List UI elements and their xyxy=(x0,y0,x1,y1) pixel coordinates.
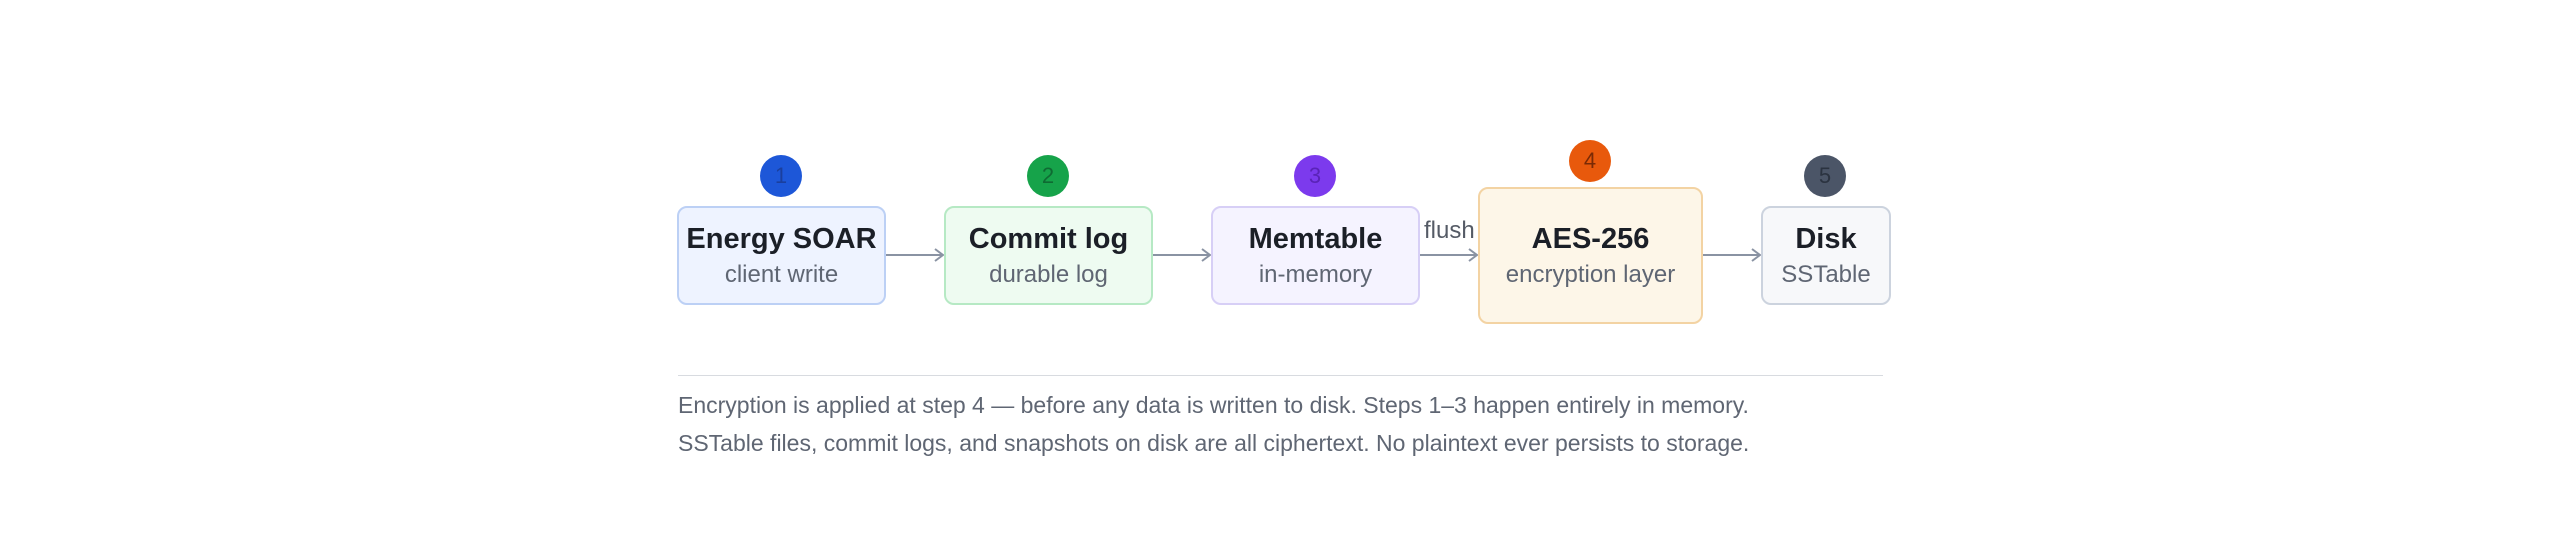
step-1-subtitle: client write xyxy=(724,260,839,288)
arrow-3-4 xyxy=(1420,248,1479,262)
step-2-badge: 2 xyxy=(1027,155,1069,197)
step-5-subtitle: SSTable xyxy=(1781,260,1871,288)
note-line-2: SSTable files, commit logs, and snapshot… xyxy=(678,430,1750,456)
step-3-box: Memtable in-memory xyxy=(1211,206,1420,305)
step-4-number: 4 xyxy=(1583,148,1597,173)
step-1-title: Energy SOAR xyxy=(686,222,877,255)
step-2-number: 2 xyxy=(1041,163,1055,188)
step-4-box: AES-256 encryption layer xyxy=(1478,187,1703,324)
step-3-number: 3 xyxy=(1308,163,1322,188)
step-1-badge: 1 xyxy=(760,155,802,197)
step-4-badge: 4 xyxy=(1569,140,1611,182)
step-3-badge: 3 xyxy=(1294,155,1336,197)
step-5-badge: 5 xyxy=(1804,155,1846,197)
flush-edge-label: flush xyxy=(1424,217,1475,244)
step-2-title: Commit log xyxy=(968,222,1129,255)
step-5-title: Disk xyxy=(1795,222,1857,255)
step-4-subtitle: encryption layer xyxy=(1505,260,1676,288)
note-line-1: Encryption is applied at step 4 — before… xyxy=(678,392,1749,418)
step-4-title: AES-256 xyxy=(1531,222,1650,255)
step-3-subtitle: in-memory xyxy=(1258,260,1373,288)
step-1-number: 1 xyxy=(774,163,788,188)
divider xyxy=(678,375,1883,376)
step-2-subtitle: durable log xyxy=(989,260,1108,288)
arrow-2-3 xyxy=(1153,248,1212,262)
step-2-box: Commit log durable log xyxy=(944,206,1153,305)
arrow-1-2 xyxy=(886,248,945,262)
step-5-box: Disk SSTable xyxy=(1761,206,1891,305)
step-5-number: 5 xyxy=(1818,163,1832,188)
step-1-box: Energy SOAR client write xyxy=(677,206,886,305)
step-3-title: Memtable xyxy=(1248,222,1383,255)
arrow-4-5 xyxy=(1703,248,1762,262)
